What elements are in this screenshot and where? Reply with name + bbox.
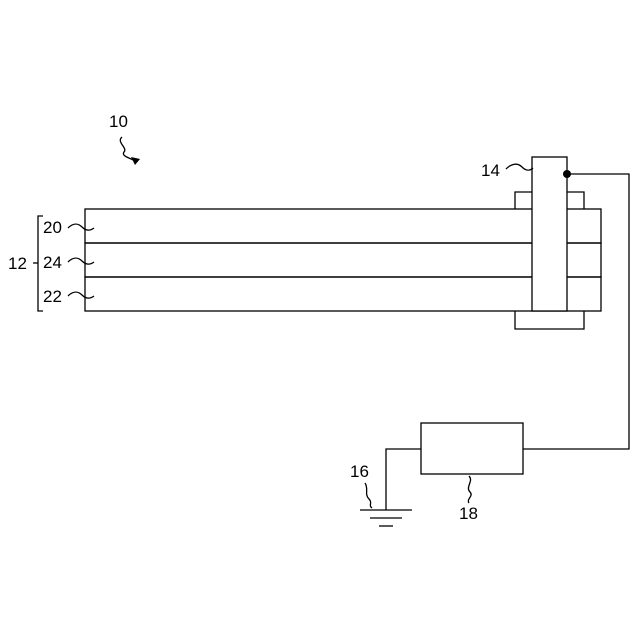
label-layer-top: 20 — [43, 218, 62, 237]
arrowhead-device — [131, 157, 140, 165]
leader-layer-top — [68, 224, 94, 230]
ground-symbol — [360, 510, 412, 526]
clamp-post — [532, 157, 567, 311]
leader-layer-middle — [68, 258, 94, 264]
leader-ground — [365, 483, 372, 508]
label-layer-middle: 24 — [43, 253, 62, 272]
wire-to-ground — [386, 449, 421, 510]
layer-top — [85, 209, 601, 243]
leader-device — [120, 137, 133, 160]
leader-component — [468, 476, 471, 503]
layer-middle — [85, 243, 601, 277]
component-box — [421, 423, 523, 474]
layer-bottom — [85, 277, 601, 311]
leader-layer-bottom — [68, 292, 94, 298]
leader-clamp — [506, 164, 533, 170]
clamp-bottom-bracket — [515, 311, 584, 329]
label-layer-bottom: 22 — [43, 287, 62, 306]
label-ground: 16 — [350, 462, 369, 481]
label-clamp: 14 — [481, 161, 500, 180]
label-device: 10 — [109, 112, 128, 131]
layer-stack — [85, 209, 601, 311]
label-component: 18 — [459, 504, 478, 523]
label-stack: 12 — [8, 254, 27, 273]
